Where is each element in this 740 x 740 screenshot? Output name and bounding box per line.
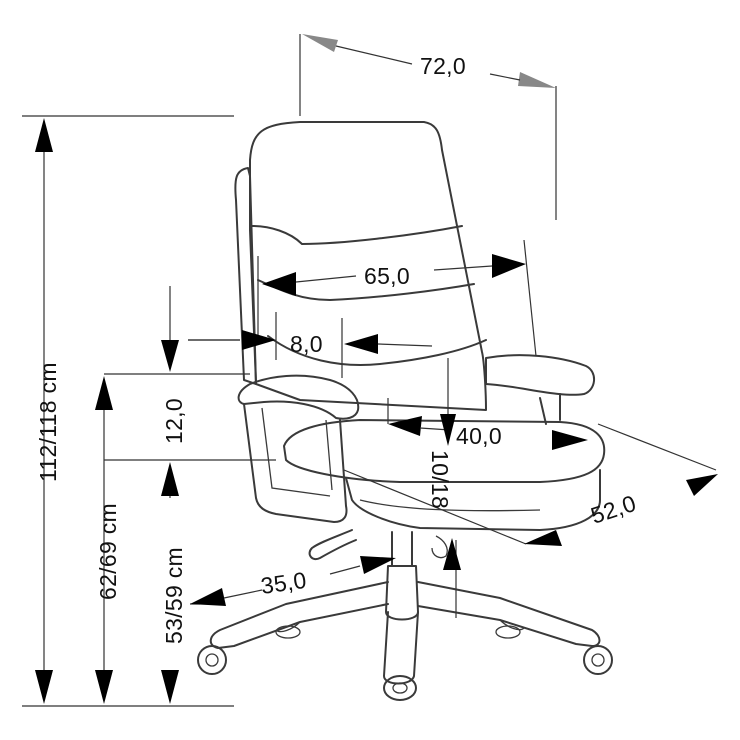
chair-illustration: [197, 121, 613, 701]
seat-cushion: [283, 419, 606, 483]
backrest-lower-seam: [267, 335, 487, 366]
label-depth-52: 52,0: [588, 490, 640, 529]
label-seat-40: 40,0: [456, 423, 502, 449]
backrest-upper-seam: [251, 225, 463, 245]
arrow-down-depth-52: [524, 530, 562, 546]
arrow-up-depth-52: [686, 474, 718, 496]
star-base-right-leg: [417, 581, 601, 647]
caster-front: [383, 675, 417, 701]
seat-base: [345, 469, 601, 531]
arrow-left-backrest-65: [262, 272, 296, 296]
right-armrest: [485, 354, 595, 396]
label-armrest-floor: 62/69 cm: [95, 503, 121, 600]
left-armrest: [237, 374, 360, 420]
arrow-up-seat-thickness: [443, 538, 461, 570]
label-seat-thickness: 10/18: [427, 450, 453, 509]
caster-left: [197, 645, 227, 675]
arrow-right-width-72: [518, 72, 556, 88]
label-armrest-12: 12,0: [161, 398, 187, 444]
gas-lift-upper: [391, 531, 413, 567]
tilt-lever: [308, 529, 357, 560]
star-base-left-leg: [209, 581, 389, 649]
label-width-72: 72,0: [420, 53, 466, 79]
arrow-up-armrest-height: [95, 376, 113, 410]
label-backrest-65: 65,0: [364, 263, 410, 289]
arrow-right-seat-40: [552, 430, 588, 450]
backrest-outline: [249, 121, 487, 411]
arrow-left-base-35: [190, 588, 226, 606]
arrow-up-total-height: [35, 118, 53, 152]
dimension-labels: 72,0 65,0 8,0 40,0 52,0 35,0 10/18 112/1…: [35, 53, 639, 644]
caster-back-left: [275, 625, 301, 639]
label-seat-floor: 53/59 cm: [161, 547, 187, 644]
arrow-down-total-height: [35, 670, 53, 704]
right-armrest-support: [539, 393, 561, 425]
dimension-lines: [35, 34, 718, 704]
arrow-right-base-35: [360, 556, 396, 574]
backrest-rear-panel: [234, 167, 257, 385]
left-armrest-frame: [243, 403, 348, 523]
arrow-right-thickness-8: [242, 330, 276, 350]
arrow-down-armrest-12: [161, 340, 179, 372]
label-thickness-8: 8,0: [290, 331, 323, 357]
left-armrest-frame-inner: [261, 407, 333, 497]
label-base-35: 35,0: [259, 567, 308, 599]
extension-lines: [22, 34, 717, 707]
star-base-back-legs: [275, 619, 525, 633]
gas-lift-lower: [385, 565, 419, 621]
label-total-height: 112/118 cm: [35, 362, 61, 482]
star-base-front-leg: [383, 611, 419, 685]
arrow-down-seat-59: [161, 670, 179, 704]
seat-base-line: [359, 499, 541, 512]
caster-back-right: [495, 625, 521, 639]
arrow-down-seat-thickness: [440, 414, 456, 446]
arrow-down-armrest-height: [95, 670, 113, 704]
arrow-left-seat-40: [388, 416, 422, 436]
height-lever: [431, 535, 448, 559]
arrow-left-thickness-8: [344, 334, 378, 354]
caster-right: [583, 645, 613, 675]
arrow-right-backrest-65: [492, 254, 526, 278]
arrow-left-width-72: [302, 34, 338, 52]
arrow-up-seat-59: [161, 462, 179, 496]
